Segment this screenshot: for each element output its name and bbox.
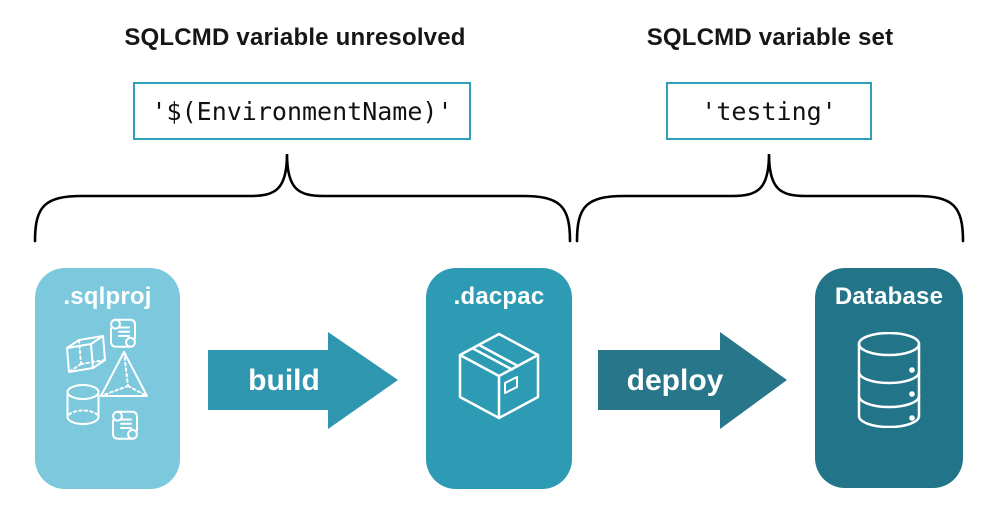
brace-layer bbox=[33, 153, 965, 243]
scroll-icon bbox=[112, 410, 138, 440]
scroll-icon bbox=[110, 318, 136, 348]
left-code-box: '$(EnvironmentName)' bbox=[133, 82, 471, 140]
pyramid-icon bbox=[100, 351, 148, 397]
sql-objects-icon bbox=[66, 318, 148, 440]
left-annotation-title: SQLCMD variable unresolved bbox=[124, 24, 466, 51]
cylinder-icon bbox=[66, 384, 100, 425]
left-code-value: '$(EnvironmentName)' bbox=[151, 96, 453, 126]
build-arrow-shape bbox=[208, 332, 398, 429]
right-brace bbox=[575, 153, 965, 243]
dacpac-node: .dacpac bbox=[426, 268, 572, 489]
database-node: Database bbox=[815, 268, 963, 488]
deploy-arrow-label: deploy bbox=[626, 363, 724, 397]
package-box-icon bbox=[458, 332, 540, 420]
right-code-value: 'testing' bbox=[701, 96, 837, 126]
right-annotation-title: SQLCMD variable set bbox=[646, 24, 894, 51]
sqlproj-label: .sqlproj bbox=[63, 283, 152, 310]
cube-icon bbox=[66, 335, 106, 373]
right-code-box: 'testing' bbox=[666, 82, 872, 140]
dacpac-label: .dacpac bbox=[453, 283, 545, 310]
sqlproj-node: .sqlproj bbox=[35, 268, 180, 489]
deploy-arrow-shape bbox=[598, 332, 787, 429]
database-cylinder-icon bbox=[857, 332, 921, 428]
build-arrow-label: build bbox=[248, 363, 320, 397]
database-label: Database bbox=[834, 283, 944, 310]
build-arrow: build bbox=[205, 330, 401, 431]
left-brace bbox=[33, 153, 572, 243]
deploy-arrow: deploy bbox=[595, 330, 791, 431]
